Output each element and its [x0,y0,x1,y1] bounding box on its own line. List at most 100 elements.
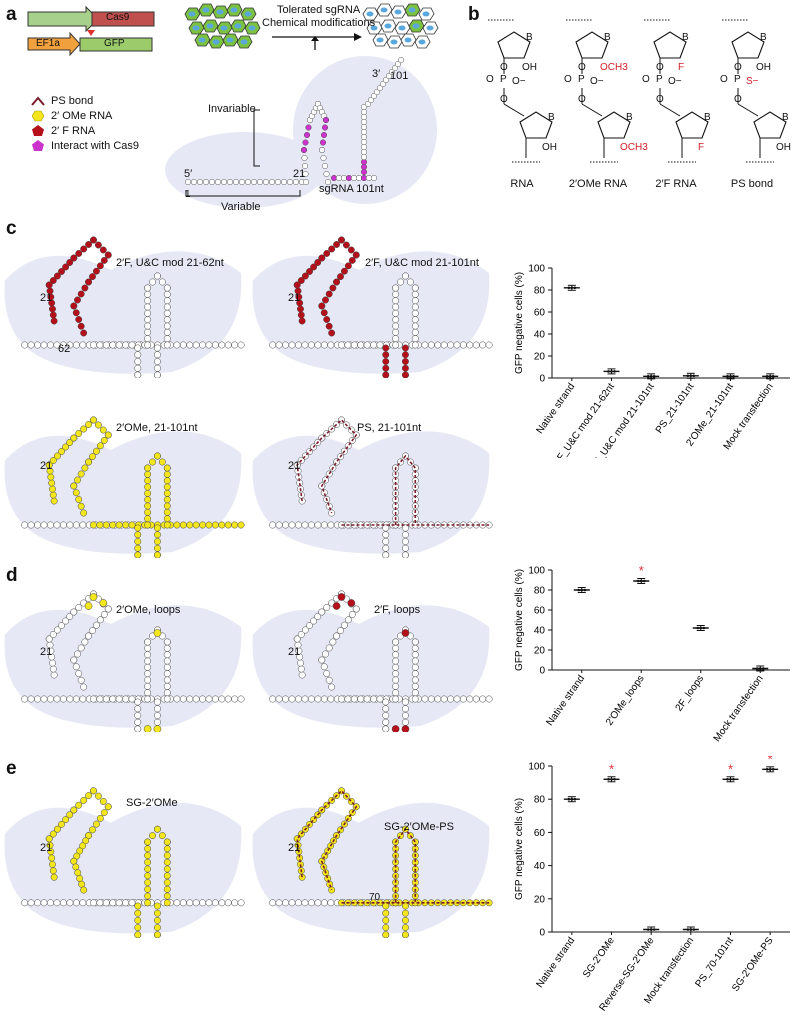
nucleotide [318,302,326,310]
nucleotide [325,502,333,510]
nucleotide [337,627,344,635]
d1-label: 2′OMe, loops [116,604,181,616]
nucleotide [179,695,187,703]
nucleotide [218,521,226,529]
data-point [686,928,690,931]
data-point [607,370,610,373]
nucleotide [153,544,161,552]
nucleotide [411,689,419,697]
panel-c-letter: c [6,218,17,239]
nucleotide [115,521,123,529]
nucleotide [74,869,82,877]
nucleotide [434,341,442,349]
nucleotide [158,458,166,466]
nucleotide [297,311,305,319]
nucleotide [382,725,390,732]
x-tick-label: SG-2'OMe [581,935,617,980]
nucleotide [144,483,152,491]
nucleotide [411,657,419,665]
nucleotide [305,124,312,131]
nucleotide [382,344,390,352]
nucleotide [179,341,187,349]
nucleotide [49,485,56,493]
data-point [610,777,613,781]
nucleotide [392,676,400,684]
nucleotide [49,867,57,875]
cell-nucleus [198,37,206,43]
nucleotide [192,899,200,907]
cell-nucleus [366,11,374,17]
nucleotide [92,820,100,828]
nucleotide [340,267,348,275]
nucleotide [128,521,136,529]
nucleotide [293,281,301,289]
nucleotide [186,341,194,349]
nucleotide [401,544,409,552]
data-point [642,579,646,583]
x-tick-label: PS_70-101nt [693,935,736,989]
sgrna-e1 [4,787,245,938]
nucleotide [81,638,89,646]
nucleotide [382,544,390,552]
bond [503,103,525,117]
nucleotide [163,316,171,324]
data-point [570,286,574,290]
nucleotide [163,477,171,485]
nucleotide [89,627,96,635]
nucleotide [485,695,493,703]
nucleotide [99,426,107,434]
nucleotide [77,502,85,510]
nucleotide [179,521,187,529]
nucleotide [370,695,378,703]
nucleotide [134,551,142,558]
nucleotide [75,604,83,611]
base-label: B [782,112,789,123]
nucleotide [163,682,171,690]
variable-label: Variable [221,201,261,213]
nucleotide [80,509,88,517]
gfp-cells-before [184,3,261,49]
nucleotide [153,351,161,359]
nucleotide [163,885,171,893]
nucleotide [163,470,171,478]
x-tick-label: 2'F_U&C mod 21-101nt [588,381,657,458]
nucleotide [411,309,419,317]
nucleotide [53,272,61,280]
nucleotide [348,256,356,264]
oxygen-label: O [642,74,650,85]
nucleotide [134,916,142,924]
nucleotide [392,290,400,298]
caption-rna: RNA [510,178,534,190]
invariable-label: Invariable [208,103,256,115]
nucleotide [401,909,409,917]
nucleotide [382,364,390,372]
nucleotide [79,842,87,850]
nucleotide [318,254,326,262]
nucleotide [320,309,328,317]
nucleotide [144,284,152,292]
nucleotide [90,341,97,349]
nucleotide [104,251,112,259]
modified-loop-nt [143,725,152,732]
nucleotide [392,657,400,665]
nucleotide [320,899,328,907]
nucleotide [295,341,302,349]
x-tick-label: Mock transfection [712,673,766,744]
nucleotide [320,521,328,529]
nucleotide [144,657,152,665]
nucleotide [322,116,330,124]
nucleotide [256,178,264,186]
nucleotide [205,521,213,529]
nucleotide [401,371,409,378]
nucleotide [302,178,310,186]
nucleotide [100,436,108,444]
nucleotide [370,174,378,182]
nucleotide [344,695,352,703]
data-point [639,579,643,583]
nucleotide [301,341,309,349]
data-point [771,768,775,771]
nucleotide [269,899,277,907]
oxygen-label: O [500,94,508,105]
nucleotide [401,364,409,372]
nucleotide [344,616,352,624]
